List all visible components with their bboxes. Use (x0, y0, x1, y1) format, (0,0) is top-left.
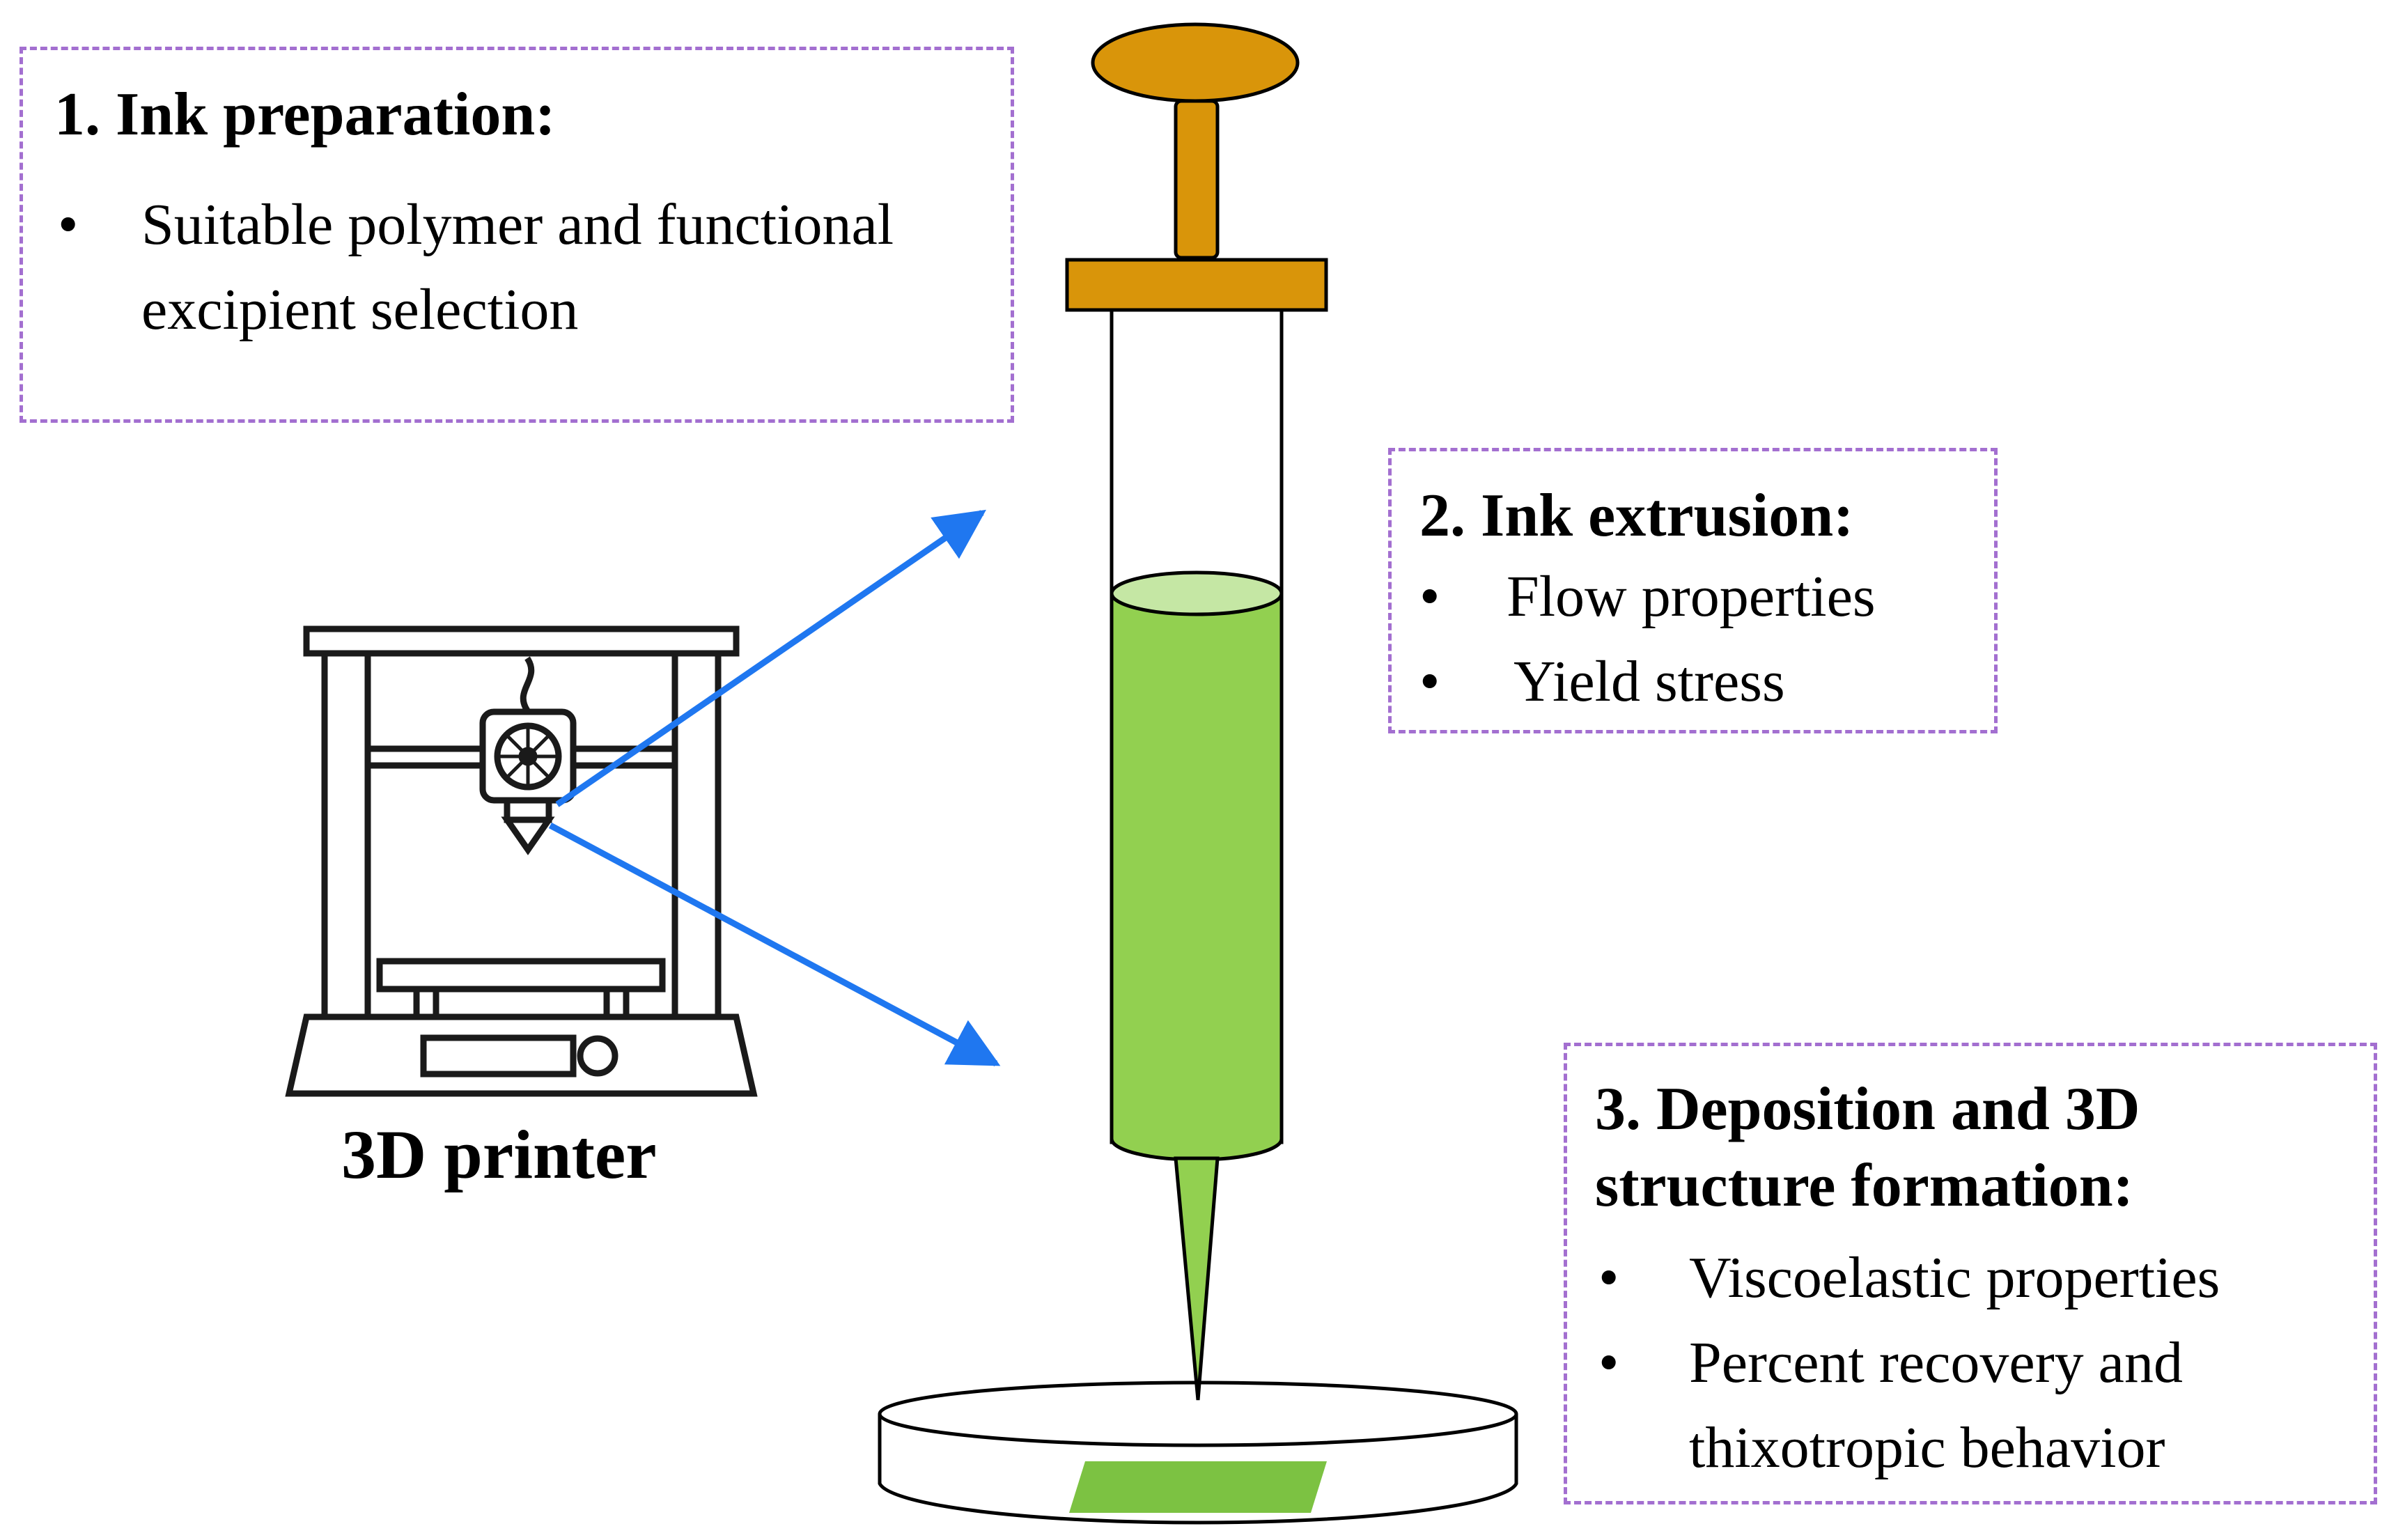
step-2-bullet-text-0: Flow properties (1507, 564, 1876, 629)
step-1-bullets: • Suitable polymer and functional excipi… (58, 182, 991, 352)
list-item: • Viscoelastic properties (1598, 1245, 2220, 1310)
list-item: • Percent recovery and thixotropic behav… (1598, 1330, 2183, 1480)
syringe-icon (1065, 22, 1328, 1401)
list-item: • Yield stress (1419, 648, 1785, 714)
petri-dish-icon (878, 1380, 1518, 1525)
arrow-to-syringe-barrel (555, 509, 986, 807)
step-3-title: 3. Deposition and 3D structure formation… (1595, 1075, 2140, 1220)
list-item: • Suitable polymer and functional excipi… (58, 192, 894, 342)
step-1-title: 1. Ink preparation: (54, 81, 556, 148)
deposited-structure (1069, 1461, 1327, 1513)
step-1-bullet-text: Suitable polymer and functional excipien… (141, 192, 894, 342)
arrow-to-syringe-nozzle (548, 823, 1001, 1066)
step-1-box: 1. Ink preparation: • Suitable polymer a… (20, 47, 1014, 423)
step-3-box: 3. Deposition and 3D structure formation… (1564, 1043, 2377, 1504)
step-3-bullet-text-1: Percent recovery and thixotropic behavio… (1689, 1330, 2183, 1480)
step-2-box: 2. Ink extrusion: • Flow properties • Yi… (1388, 448, 1998, 733)
step-2-title: 2. Ink extrusion: (1419, 482, 1854, 550)
step-2-bullets: • Flow properties • Yield stress (1419, 554, 1991, 724)
step-3-bullets: • Viscoelastic properties • Percent reco… (1598, 1236, 2372, 1490)
printer-label: 3D printer (341, 1116, 657, 1193)
step-3-bullet-text-0: Viscoelastic properties (1689, 1245, 2220, 1310)
3d-printer-icon (285, 625, 758, 1097)
step-2-bullet-text-1: Yield stress (1513, 648, 1785, 714)
list-item: • Flow properties (1419, 564, 1876, 629)
